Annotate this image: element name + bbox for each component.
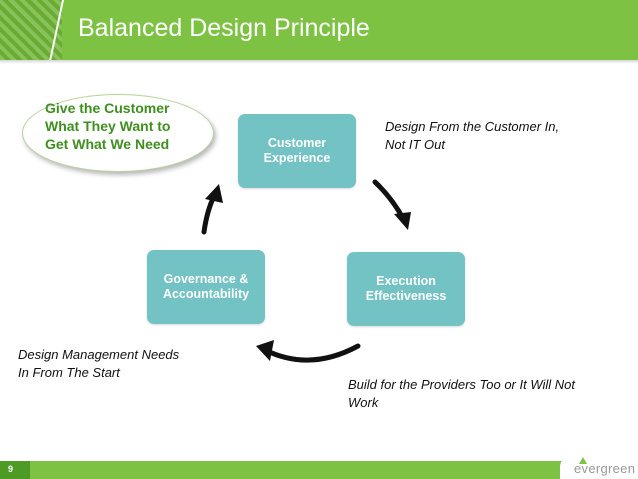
callout-line-3: Get What We Need	[45, 136, 170, 152]
arrow-to-governance-icon	[256, 340, 361, 363]
note-design-from-customer: Design From the Customer In, Not IT Out	[385, 118, 559, 154]
note-build-for-providers: Build for the Providers Too or It Will N…	[348, 376, 575, 412]
evergreen-logo: evergreen	[574, 461, 636, 476]
note-top-line-2: Not IT Out	[385, 137, 445, 152]
callout-line-2: What They Want to	[45, 118, 171, 134]
callout-oval	[22, 94, 214, 172]
slide-title: Balanced Design Principle	[78, 14, 370, 42]
execution-effectiveness-line-1: Execution	[376, 274, 436, 288]
note-left-line-2: In From The Start	[18, 365, 120, 380]
evergreen-leaf-icon	[579, 457, 587, 464]
execution-effectiveness-line-2: Effectiveness	[365, 289, 447, 303]
customer-experience-box: Customer Experience	[238, 114, 356, 188]
governance-accountability-line-1: Governance &	[163, 272, 249, 286]
callout-text: Give the Customer What They Want to Get …	[45, 99, 205, 153]
customer-experience-line-1: Customer	[267, 136, 327, 150]
logo-area	[560, 455, 638, 479]
callout-line-1: Give the Customer	[45, 100, 170, 116]
slide-header	[0, 0, 638, 60]
note-top-line-1: Design From the Customer In,	[385, 119, 560, 134]
customer-experience-line-2: Experience	[263, 151, 331, 165]
note-bottom-line-1: Build for the Providers Too or It Will N…	[348, 377, 575, 392]
arrow-to-customer-icon	[201, 184, 223, 235]
note-design-management: Design Management Needs In From The Star…	[18, 346, 179, 382]
header-shadow-rule	[0, 60, 638, 64]
note-bottom-line-2: Work	[348, 395, 379, 410]
execution-effectiveness-box: Execution Effectiveness	[347, 252, 465, 326]
note-left-line-1: Design Management Needs	[18, 347, 180, 362]
page-number: 9	[8, 464, 14, 474]
header-pattern-tile	[0, 0, 62, 60]
arrow-to-execution-icon	[372, 179, 411, 230]
footer-bar	[0, 461, 608, 479]
governance-accountability-box: Governance & Accountability	[147, 250, 265, 324]
governance-accountability-line-2: Accountability	[162, 287, 250, 301]
page-number-badge	[0, 461, 30, 479]
